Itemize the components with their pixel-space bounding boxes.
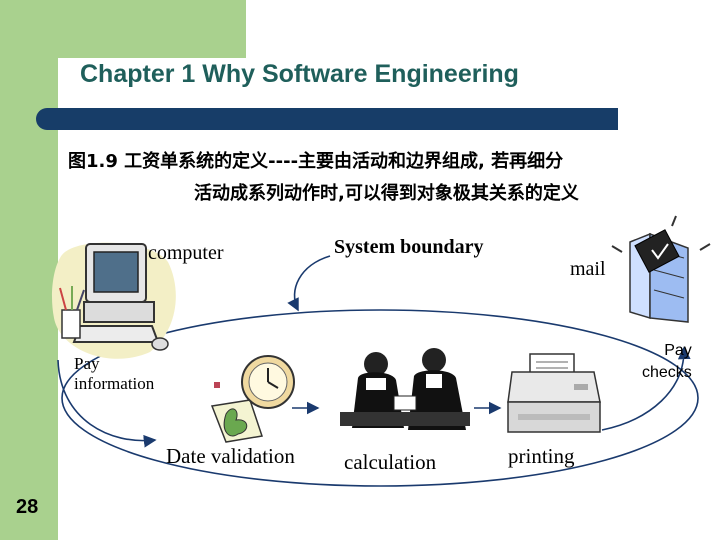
pay-information-line-1: Pay	[74, 354, 100, 373]
title-background	[58, 58, 618, 108]
slide-title: Chapter 1 Why Software Engineering	[80, 60, 519, 88]
meeting-people-icon	[336, 340, 474, 440]
pay-info-arrow	[57, 359, 157, 448]
pay-information-label: Pay information	[74, 354, 154, 394]
calculation-label: calculation	[344, 450, 437, 474]
computer-clipart-icon	[52, 242, 176, 359]
left-accent-strip	[0, 0, 58, 540]
bullet-line-2: 活动成系列动作时,可以得到对象极其关系的定义	[194, 183, 579, 204]
system-boundary-ellipse	[61, 309, 699, 487]
pay-checks-label: Pay checks	[642, 340, 692, 384]
pay-information-line-2: information	[74, 374, 155, 393]
bullet-text: 图1.9 工资单系统的定义----主要由活动和边界组成, 若再细分 活动成系列动…	[68, 146, 708, 210]
bullet-line-1: 图1.9 工资单系统的定义----主要由活动和边界组成, 若再细分	[68, 151, 564, 172]
boundary-callout-arrow	[287, 255, 331, 312]
date-validation-label: Date validation	[166, 444, 295, 468]
system-boundary-label: System boundary	[334, 236, 484, 258]
pay-checks-line-2: checks	[642, 364, 692, 381]
title-underline-bar	[36, 108, 618, 130]
mail-label: mail	[570, 258, 606, 280]
computer-label: computer	[148, 242, 224, 264]
mail-building-icon	[611, 215, 711, 323]
pay-checks-arrow	[601, 346, 691, 431]
pay-checks-line-1: Pay	[664, 342, 692, 359]
printing-label: printing	[508, 444, 575, 468]
clock-calendar-icon	[210, 355, 295, 443]
page-number: 28	[16, 496, 39, 518]
printer-icon	[507, 353, 601, 433]
